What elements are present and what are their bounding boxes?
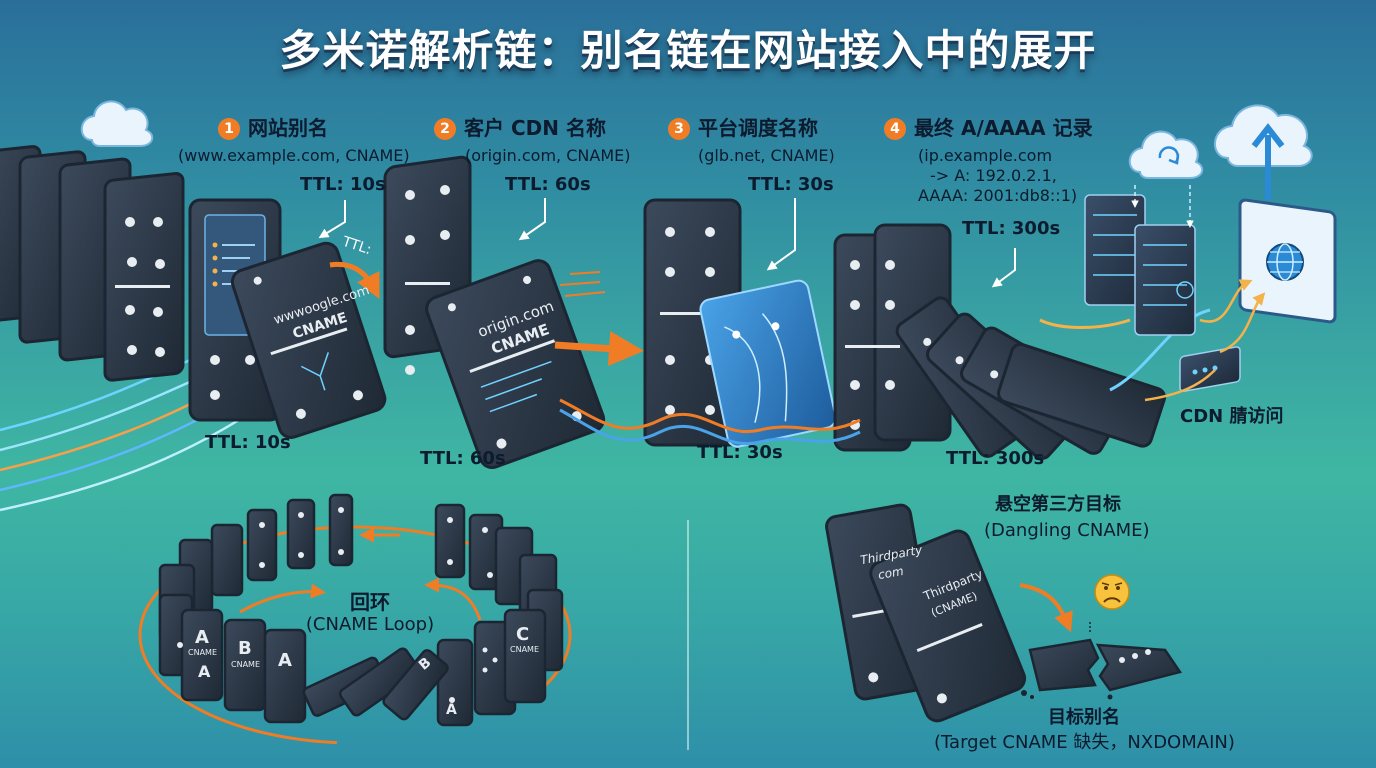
globe-icon [1266, 243, 1304, 281]
ttl-upper-2: TTL: 60s [505, 174, 591, 195]
domino-tilted-2 [425, 259, 606, 470]
ttl-pointer-1 [318, 200, 346, 239]
ttl-upper-3: TTL: 30s [748, 174, 834, 195]
page-title: 多米诺解析链：别名链在网站接入中的展开 [279, 26, 1097, 75]
loop-letter-1: A [195, 627, 209, 648]
ttl-lower-2: TTL: 60s [420, 448, 506, 469]
cloud-sync-icon [1128, 130, 1204, 179]
router-icon [1179, 346, 1241, 393]
cdn-access-label: CDN 腈访问 [1180, 406, 1284, 427]
dangling-title: 悬空第三方目标 [995, 494, 1121, 515]
domino-blue-card [699, 279, 837, 448]
ttl-lower-4: TTL: 300s [946, 448, 1045, 469]
loop-ring [138, 525, 572, 745]
ttl-pointer-4 [991, 248, 1016, 288]
ttl-lower-3: TTL: 30s [697, 442, 783, 463]
ttl-pointer-3 [766, 198, 796, 271]
step-3-name: 平台调度名称 [698, 116, 818, 140]
step-4-detail-line-2: -> A: 192.0.2.1, [930, 166, 1057, 185]
step-1-number: 1 [218, 118, 240, 140]
dangling-arrow [1019, 583, 1073, 633]
step-2-number: 2 [434, 118, 456, 140]
step-4-detail-line-3: AAAA: 2001:db8::1) [918, 186, 1078, 205]
loop-letter-3: B [238, 638, 252, 659]
loop-subtitle: (CNAME Loop) [305, 614, 435, 635]
loop-letter-4: A [278, 650, 292, 671]
arrow-stage-1-2 [329, 261, 380, 299]
step-2-detail: (origin.com, CNAME) [465, 146, 631, 165]
ttl-upper-4: TTL: 300s [962, 218, 1061, 239]
loop-small-3: CNAME [510, 645, 539, 654]
step-2-name: 客户 CDN 名称 [464, 116, 606, 140]
domino-queue-left [0, 145, 185, 382]
domino-final-cascade [833, 223, 1167, 460]
loop-letter-2: A [198, 662, 211, 681]
step-1-detail: (www.example.com, CNAME) [178, 146, 410, 165]
loop-small-1: CNAME [188, 648, 217, 657]
dangling-dominoes [825, 503, 1027, 723]
ttl-pointer-2 [518, 198, 546, 241]
loop-letter-5: C [516, 624, 530, 645]
sad-face-icon [1094, 574, 1130, 610]
step-4-detail-line-1: (ip.example.com [918, 146, 1053, 165]
loop-letter-6: A [446, 702, 457, 718]
target-alias-title: 目标别名 [1048, 707, 1120, 728]
loop-pips [177, 507, 498, 703]
domino-tilted-1 [230, 241, 387, 439]
cloud-upload-icon [1214, 104, 1313, 200]
cloud-icon [80, 100, 154, 147]
connection-cables [559, 308, 1211, 446]
step-4-name: 最终 A/AAAA 记录 [914, 116, 1093, 140]
step-4-label: 4 最终 A/AAAA 记录 [884, 116, 1093, 140]
step-3-number: 3 [668, 118, 690, 140]
step-2-label: 2 客户 CDN 名称 [434, 116, 606, 140]
arrow-stage-2-3 [554, 331, 644, 367]
broken-domino [1021, 622, 1183, 700]
ttl-lower-1: TTL: 10s [205, 432, 291, 453]
loop-small-2: CNAME [231, 660, 260, 669]
ttl-upper-1: TTL: 10s [300, 174, 386, 195]
step-1-label: 1 网站别名 [218, 116, 328, 140]
step-1-name: 网站别名 [248, 116, 328, 140]
target-alias-subtitle: (Target CNAME 缺失，NXDOMAIN) [934, 732, 1235, 753]
step-4-number: 4 [884, 118, 906, 140]
dangling-subtitle: (Dangling CNAME) [984, 520, 1150, 541]
loop-title: 回环 [350, 590, 390, 614]
speed-lines [559, 271, 606, 297]
loop-dominoes [158, 493, 564, 727]
step-3-detail: (glb.net, CNAME) [698, 146, 835, 165]
step-3-label: 3 平台调度名称 [668, 116, 818, 140]
server-rack-icon [1084, 194, 1196, 336]
